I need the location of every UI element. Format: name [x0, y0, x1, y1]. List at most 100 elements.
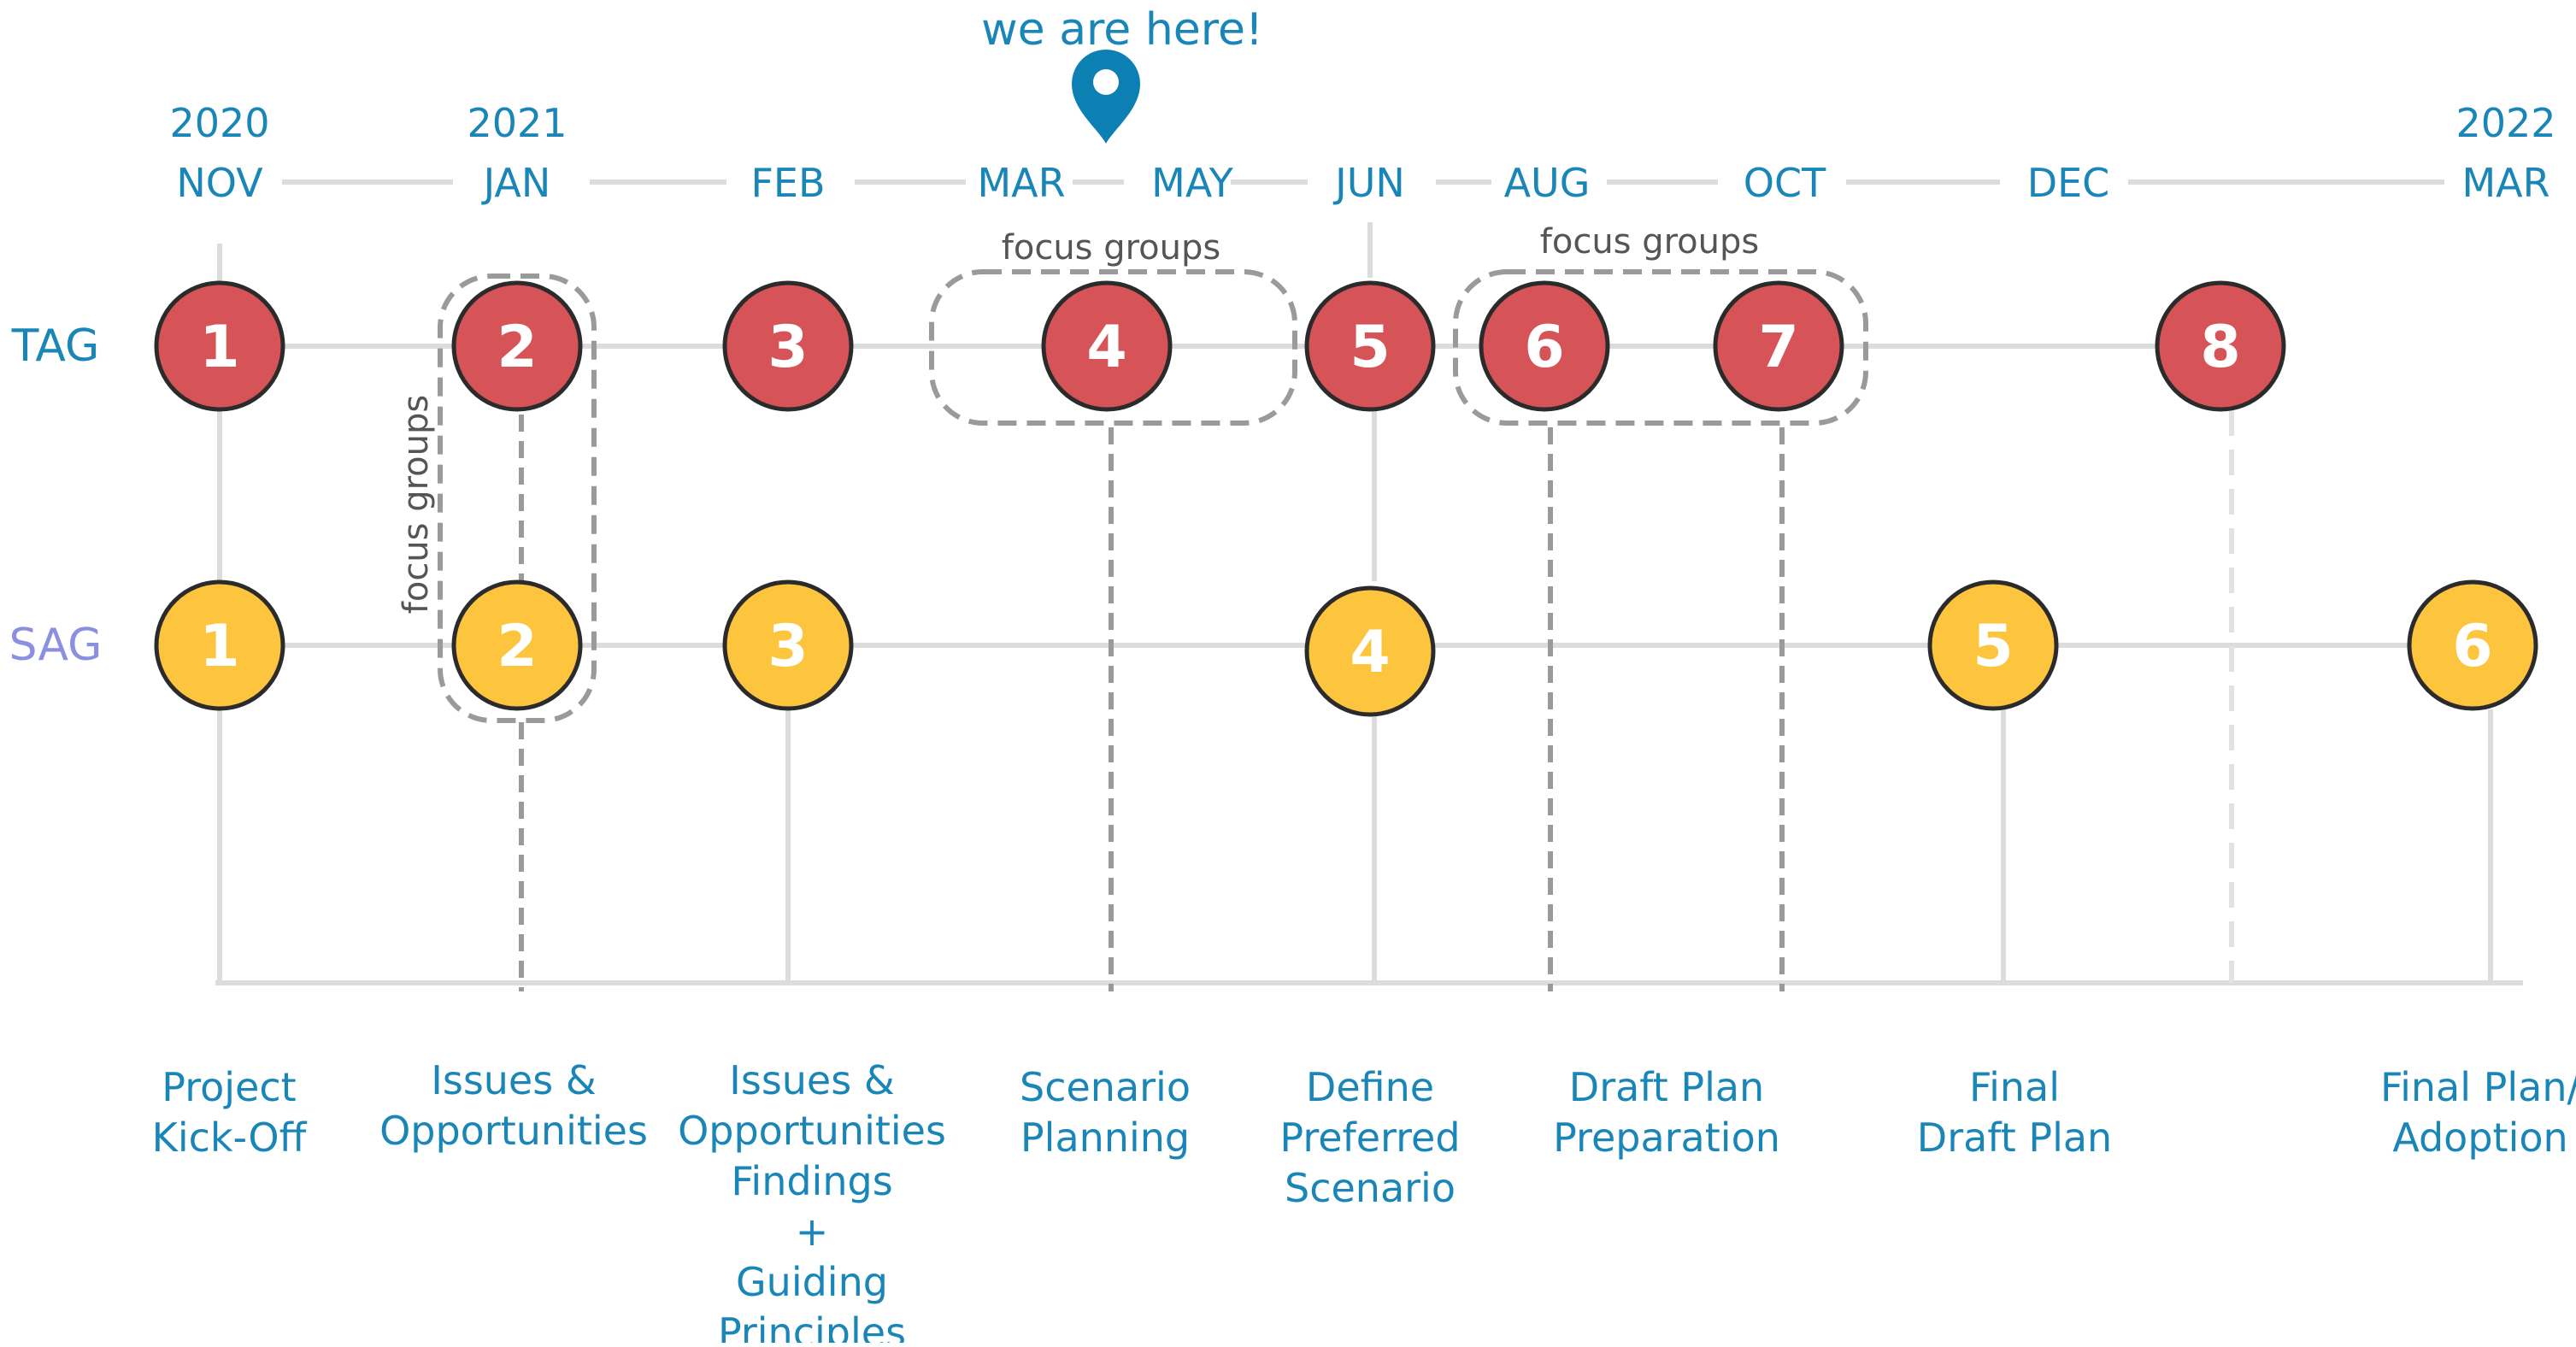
phase-label-line: Final Plan/ [2380, 1064, 2576, 1110]
phase-label-line: Project [162, 1064, 296, 1110]
month-label: FEB [750, 160, 825, 206]
location-pin-icon [1072, 50, 1140, 144]
focus-group-label: focus groups [397, 395, 436, 614]
sag-meeting-number: 4 [1350, 619, 1390, 686]
month-label: NOV [176, 160, 263, 206]
phase-label-line: Planning [1020, 1115, 1190, 1161]
sag-meeting-number: 6 [2452, 613, 2492, 680]
tag-meeting: 1 [154, 280, 285, 412]
row-label-tag: TAG [11, 321, 100, 372]
month-label: MAY [1151, 160, 1234, 206]
year-label: 2022 [2455, 100, 2555, 146]
phase-label-line: Guiding [736, 1259, 888, 1305]
tag-meeting: 4 [1041, 280, 1173, 412]
sag-meeting: 4 [1304, 585, 1436, 717]
sag-meeting-circle [2407, 579, 2538, 711]
tag-meeting-number: 4 [1086, 314, 1126, 381]
phase-label-line: Opportunities [379, 1108, 648, 1154]
tag-meeting-circle [2155, 280, 2286, 412]
month-label: MAR [2461, 160, 2550, 206]
tag-meeting-circle [1304, 280, 1436, 412]
year-label: 2021 [467, 100, 567, 146]
sag-meeting-circle [154, 579, 285, 711]
phase-label-line: Preparation [1553, 1115, 1780, 1161]
phase-label-line: Draft Plan [1917, 1115, 2112, 1161]
tag-meeting-number: 6 [1524, 314, 1564, 381]
focus-group-box [929, 269, 1297, 426]
focus-group-box [438, 274, 597, 723]
tag-meeting-circle [1041, 280, 1173, 412]
focus-group-connectors [438, 269, 1868, 991]
tag-meeting-circle [154, 280, 285, 412]
tag-meeting-circle [722, 280, 854, 412]
sag-meeting: 5 [1927, 579, 2059, 711]
phase-label: Final Plan/Adoption [2380, 1064, 2576, 1161]
year-label: 2020 [169, 100, 269, 146]
sag-meeting-circle [1304, 585, 1436, 717]
phase-label-line: Issues & [729, 1057, 894, 1103]
sag-meeting-number: 3 [768, 613, 808, 680]
phase-label-line: Scenario [1285, 1165, 1456, 1211]
tag-meeting-number: 1 [199, 314, 239, 381]
tag-meeting-number: 8 [2200, 314, 2240, 381]
tag-meeting-circle [1713, 280, 1844, 412]
row-label-sag: SAG [9, 620, 103, 671]
tag-meeting: 8 [2155, 280, 2286, 412]
tag-meeting-circle [451, 280, 583, 412]
focus-group-label: focus groups [1002, 228, 1220, 268]
month-label: DEC [2027, 160, 2110, 206]
location-pin-icon-hole [1093, 69, 1119, 95]
tag-meeting-number: 2 [497, 314, 537, 381]
phase-label-line: Principles [718, 1309, 906, 1343]
sag-meeting-circle [451, 579, 583, 711]
focus-group-label: focus groups [1540, 222, 1759, 262]
tag-meeting-number: 7 [1758, 314, 1798, 381]
sag-meeting: 2 [451, 579, 583, 711]
phase-label-line: Issues & [431, 1057, 596, 1103]
sag-meeting-number: 5 [1973, 613, 2013, 680]
phase-label-line: Adoption [2392, 1115, 2567, 1161]
tag-meeting: 6 [1479, 280, 1610, 412]
sag-meeting-circle [722, 579, 854, 711]
phase-label-line: Opportunities [678, 1108, 946, 1154]
month-label: JAN [481, 160, 551, 206]
tag-meeting: 2 [451, 280, 583, 412]
phase-label-line: Kick-Off [152, 1115, 308, 1161]
sag-meeting: 6 [2407, 579, 2538, 711]
phase-label-line: Scenario [1020, 1064, 1191, 1110]
tag-meeting: 5 [1304, 280, 1436, 412]
location-pin-icon-body [1072, 50, 1140, 144]
tag-meeting-circle [1479, 280, 1610, 412]
phase-label-line: Define [1306, 1064, 1434, 1110]
phase-label-line: Final [1969, 1064, 2060, 1110]
phase-label-line: Draft Plan [1569, 1064, 1764, 1110]
sag-meeting: 1 [154, 579, 285, 711]
phase-label: Issues & Opportunities [379, 1057, 648, 1154]
grid-lines [215, 179, 2523, 985]
month-label: AUG [1504, 160, 1591, 206]
focus-group-box [1453, 269, 1868, 426]
phase-label-line: Preferred [1279, 1115, 1460, 1161]
tag-meeting-number: 3 [768, 314, 808, 381]
phase-label-line: Findings [731, 1158, 892, 1204]
month-label: OCT [1744, 160, 1826, 206]
month-label: JUN [1332, 160, 1405, 206]
tag-meeting: 7 [1713, 280, 1844, 412]
tag-meeting: 3 [722, 280, 854, 412]
sag-meeting-circle [1927, 579, 2059, 711]
sag-meeting-number: 2 [497, 613, 537, 680]
month-label: MAR [977, 160, 1065, 206]
sag-meeting: 3 [722, 579, 854, 711]
phase-label-line: + [796, 1209, 829, 1255]
tag-meeting-number: 5 [1350, 314, 1390, 381]
here-label: we are here! [981, 4, 1263, 56]
sag-meeting-number: 1 [199, 613, 239, 680]
